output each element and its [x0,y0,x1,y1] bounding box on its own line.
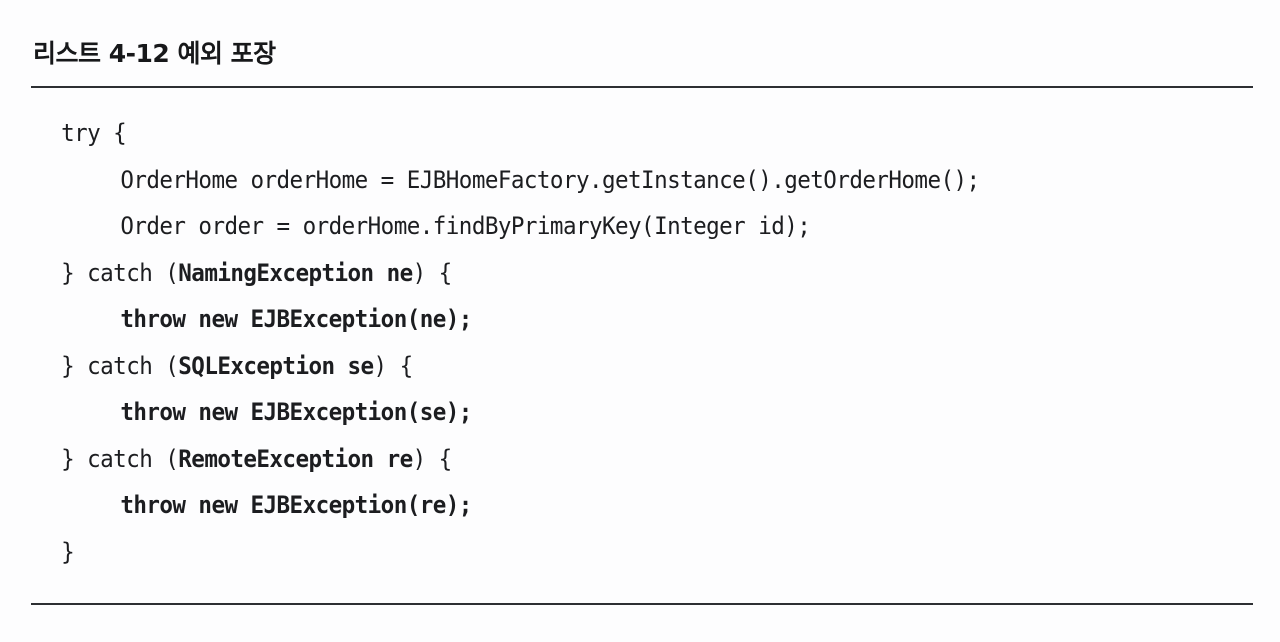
code-token: } catch ( [61,258,179,287]
code-token-emphasis: RemoteException re [178,444,413,473]
code-line: } [0,529,1203,576]
code-token: } [61,537,75,566]
code-token-emphasis: throw new EJBException(ne); [120,305,472,333]
code-line: try { [0,110,1203,157]
listing-caption: 리스트 4-12 예외 포장 [33,39,276,68]
code-token: OrderHome orderHome = EJBHomeFactory.get… [120,165,980,194]
code-token-emphasis: throw new EJBException(se); [120,398,472,426]
code-token: ) { [373,351,414,380]
code-token: try { [61,119,127,147]
code-line: throw new EJBException(se); [0,389,1203,436]
code-token: Order order = orderHome.findByPrimaryKey… [120,212,811,240]
code-token-emphasis: throw new EJBException(re); [120,491,472,519]
code-token: ) { [412,444,453,473]
code-listing: try { OrderHome orderHome = EJBHomeFactor… [0,110,1280,575]
code-line: throw new EJBException(ne); [0,296,1203,343]
code-token: } catch ( [61,351,179,380]
code-token-emphasis: NamingException ne [178,258,413,287]
code-line: Order order = orderHome.findByPrimaryKey… [0,203,1203,250]
listing-end-divider [31,603,1253,605]
code-line: } catch (RemoteException re) { [0,436,1203,483]
caption-divider [31,86,1253,88]
code-token-emphasis: SQLException se [178,351,374,380]
code-token: } catch ( [61,444,179,473]
code-line: throw new EJBException(re); [0,482,1203,529]
code-token: ) { [412,258,453,287]
code-line: } catch (NamingException ne) { [0,250,1203,297]
code-line: } catch (SQLException se) { [0,343,1203,390]
code-line: OrderHome orderHome = EJBHomeFactory.get… [0,157,1203,204]
